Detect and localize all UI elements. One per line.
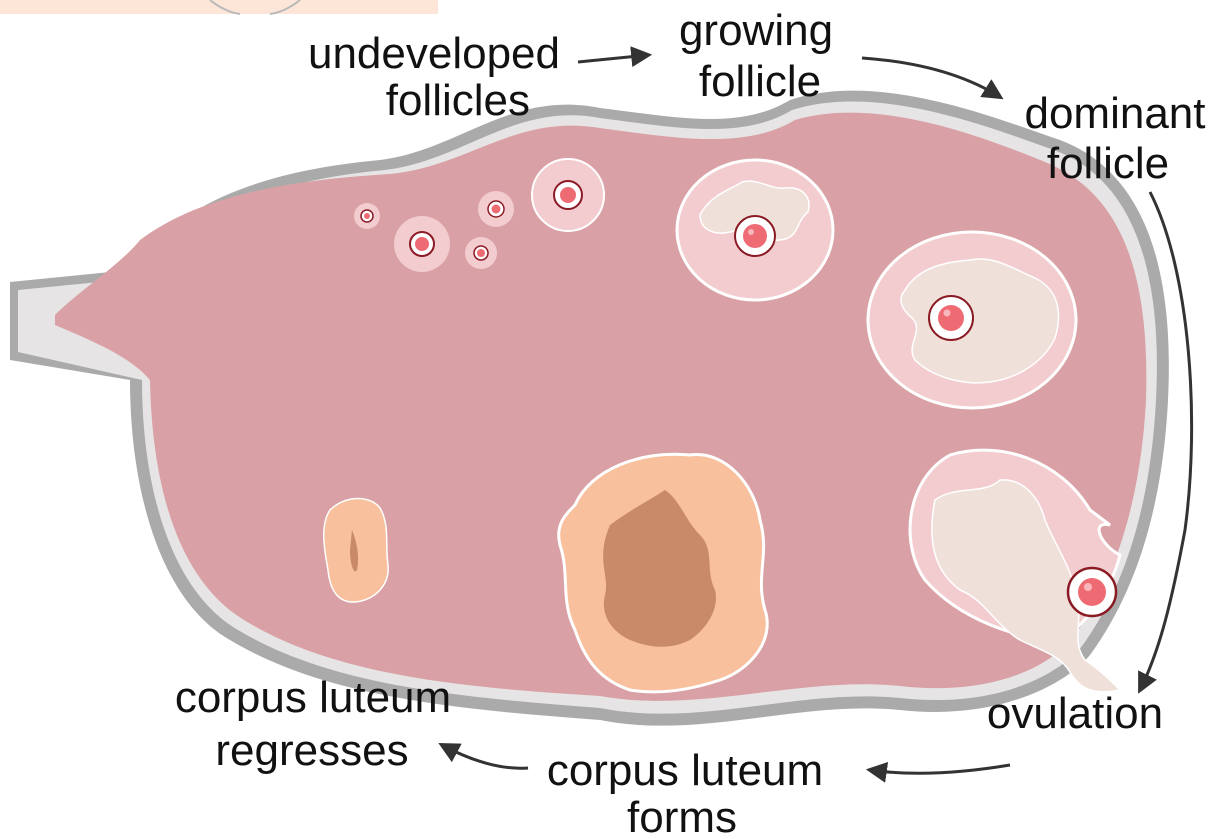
- growing-follicle: [677, 160, 833, 300]
- arrow-forms-to-regresses: [442, 745, 528, 768]
- follicle-tiny-1: [354, 203, 380, 229]
- label-cl-regresses-line2: regresses: [215, 726, 408, 775]
- arrow-growing-to-dominant: [862, 58, 1000, 97]
- dominant-follicle: [868, 232, 1076, 408]
- label-dominant-line1: dominant: [1024, 89, 1205, 138]
- follicle-medium-1: [394, 216, 450, 272]
- follicle-medium-2: [532, 159, 604, 231]
- corpus-albicans: [324, 498, 388, 602]
- label-undeveloped-line2: follicles: [386, 76, 530, 125]
- label-undeveloped-line1: undeveloped: [308, 29, 560, 78]
- arrow-undeveloped-to-growing: [578, 55, 648, 62]
- corner-patch: [0, 0, 438, 14]
- label-cl-forms-line2: forms: [627, 793, 737, 839]
- label-cl-regresses-line1: corpus luteum: [175, 673, 451, 722]
- follicle-small-1: [478, 191, 514, 227]
- label-growing-line2: follicle: [699, 57, 821, 106]
- label-growing-line1: growing: [679, 6, 833, 55]
- label-ovulation: ovulation: [987, 689, 1163, 738]
- label-cl-forms-line1: corpus luteum: [547, 746, 823, 795]
- follicle-small-2: [465, 237, 497, 269]
- arrow-ovulation-to-forms: [870, 765, 1010, 773]
- label-dominant-line2: follicle: [1047, 139, 1169, 188]
- corpus-luteum: [559, 454, 768, 692]
